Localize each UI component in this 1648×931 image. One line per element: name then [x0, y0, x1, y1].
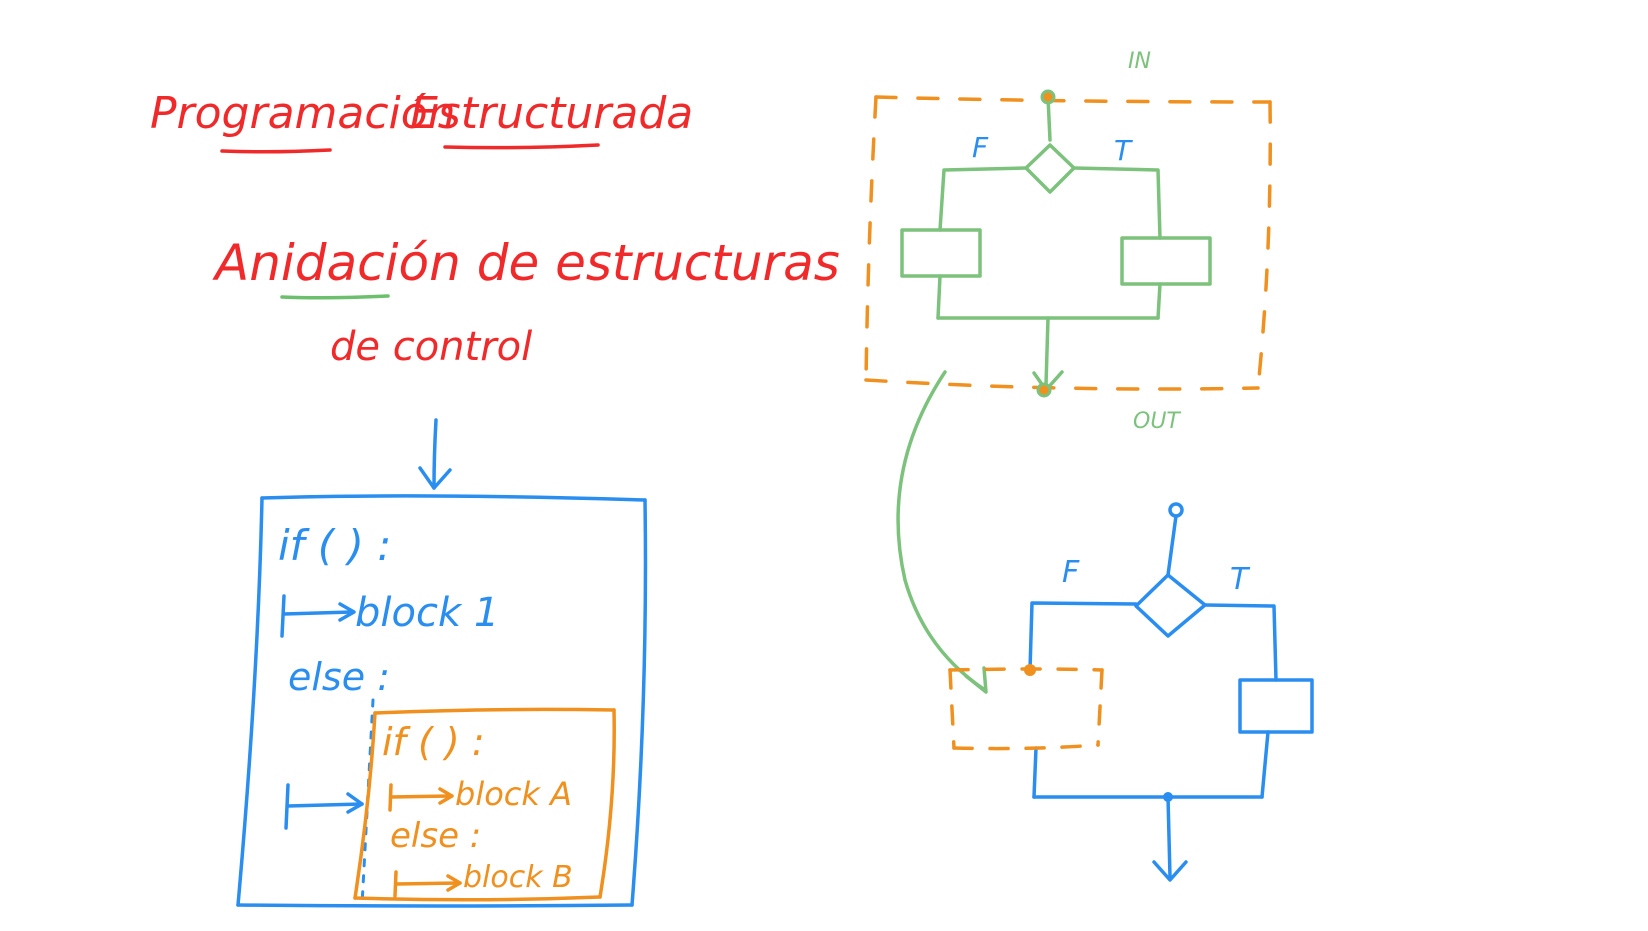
- flow-top-labels: IN OUT F T: [972, 49, 1181, 434]
- inner-blockB-label: block B: [463, 860, 573, 895]
- top-false-block: [900, 228, 982, 278]
- title-word-programacion: Programación: [150, 88, 456, 139]
- out-connector: [1036, 382, 1052, 398]
- down-arrow-icon: [418, 418, 452, 490]
- nested-placeholder-connector: [1024, 664, 1036, 676]
- down-arrow-icon: [1152, 860, 1188, 882]
- indent-arrow-block1: [280, 594, 356, 638]
- subtitle-anidacion: Anidación de estructuras: [212, 234, 840, 292]
- out-label: OUT: [1133, 409, 1181, 434]
- bottom-false-label: F: [1062, 555, 1080, 590]
- underline-anidacion: [280, 294, 390, 300]
- outer-code-box: [236, 494, 648, 908]
- outer-code-text: if ( ) : block 1 else :: [278, 521, 499, 699]
- nested-code-text: if ( ) : block A else : block B: [382, 720, 573, 895]
- flow-top-structure: [900, 95, 1212, 392]
- indent-arrow-blockB: [393, 870, 462, 898]
- diamond-icon: [1024, 143, 1076, 194]
- indent-arrow-blockA: [388, 783, 454, 812]
- top-true-label: T: [1114, 134, 1133, 167]
- flow-bottom-structure: [1028, 502, 1314, 882]
- bottom-entry-connector: [1168, 502, 1184, 518]
- underline-programacion: [220, 148, 332, 154]
- outer-block1-label: block 1: [355, 590, 499, 636]
- in-label: IN: [1128, 49, 1151, 74]
- bottom-true-label: T: [1230, 562, 1251, 597]
- inner-if-line: if ( ) :: [382, 720, 485, 764]
- bottom-exit-connector: [1163, 792, 1173, 802]
- indent-arrow-nested: [284, 783, 364, 830]
- bottom-true-block: [1238, 678, 1314, 734]
- nesting-arrow: [896, 370, 988, 694]
- outer-if-line: if ( ) :: [278, 521, 391, 570]
- nested-code-box: [353, 707, 616, 902]
- in-connector: [1040, 89, 1056, 105]
- underline-estructurada: [443, 143, 600, 150]
- title-word-estructurada: Estructurada: [410, 88, 693, 139]
- inner-else-line: else :: [390, 816, 481, 856]
- diamond-icon: [1134, 573, 1207, 638]
- top-false-label: F: [972, 131, 989, 164]
- flow-bottom-labels: F T: [1062, 555, 1251, 597]
- title-group: Programación Estructurada Anidación de e…: [150, 88, 840, 370]
- outer-else-line: else :: [288, 655, 390, 699]
- inner-blockA-label: block A: [455, 775, 572, 813]
- subtitle-de-control: de control: [330, 324, 532, 370]
- flow-top-boundary: [864, 95, 1272, 391]
- top-true-block: [1120, 236, 1212, 286]
